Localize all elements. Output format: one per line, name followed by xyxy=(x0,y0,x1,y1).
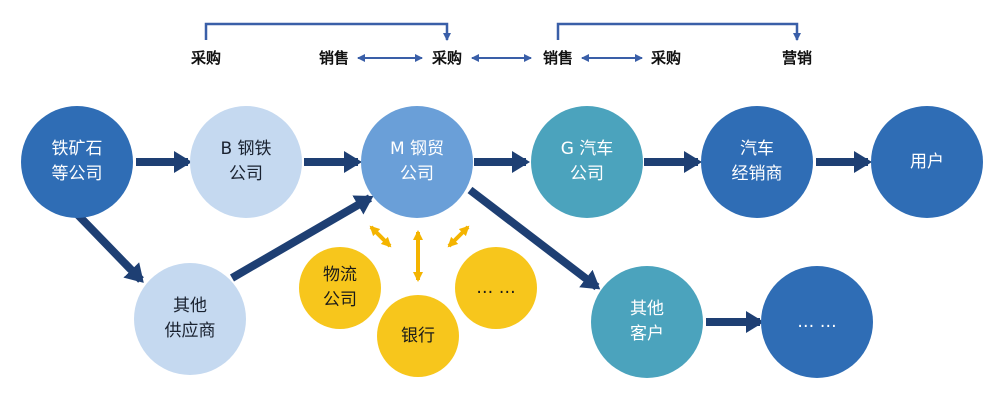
bracket-right xyxy=(556,22,801,41)
role-label-6: 营销 xyxy=(781,49,813,67)
node-b-steel-company: B 钢铁 公司 xyxy=(190,106,302,218)
flow-arrow-m-to-customer xyxy=(467,186,601,291)
node-label-line: … … xyxy=(476,277,516,298)
node-label-line: 其他 xyxy=(630,299,664,319)
role-label-4: 销售 xyxy=(542,49,574,67)
node-label-line: B 钢铁 xyxy=(220,139,272,159)
role-label-2: 销售 xyxy=(318,49,350,67)
node-label-line: 银行 xyxy=(401,325,435,346)
role-label-3: 采购 xyxy=(431,49,463,67)
node-label-line: 其他 xyxy=(173,296,207,316)
node-other-suppliers: 其他 供应商 xyxy=(134,263,246,375)
node-m-steel-trade-company: M 钢贸 公司 xyxy=(361,106,473,218)
node-bank: 银行 xyxy=(377,295,459,377)
service-arrow-more xyxy=(447,225,470,248)
node-label-line: 等公司 xyxy=(51,164,103,184)
node-logistics-company: 物流 公司 xyxy=(299,247,381,329)
node-label-line: 公司 xyxy=(323,290,357,310)
node-label-line: 物流 xyxy=(323,265,357,285)
node-label-line: 汽车 xyxy=(740,139,774,159)
node-label-line: 供应商 xyxy=(164,321,216,341)
node-label-line: 公司 xyxy=(400,164,434,184)
node-label-line: 公司 xyxy=(570,164,604,184)
flow-arrow-ore-to-supplier xyxy=(75,212,144,283)
flow-arrow-supplier-to-m xyxy=(229,194,374,282)
node-other-customers: 其他 客户 xyxy=(591,266,703,378)
node-label-line: 用户 xyxy=(910,151,944,172)
role-label-5: 采购 xyxy=(650,49,682,67)
node-label-line: … … xyxy=(797,311,837,332)
node-label-line: 公司 xyxy=(229,164,263,184)
node-label-line: G 汽车 xyxy=(560,139,614,159)
node-more-services: … … xyxy=(455,247,537,329)
service-arrow-logistics xyxy=(369,225,392,248)
node-auto-dealer: 汽车 经销商 xyxy=(701,106,813,218)
node-label-line: 铁矿石 xyxy=(51,139,103,159)
node-end-user: 用户 xyxy=(871,106,983,218)
node-more-customers: … … xyxy=(761,266,873,378)
node-label-line: M 钢贸 xyxy=(389,139,445,159)
node-g-auto-company: G 汽车 公司 xyxy=(531,106,643,218)
node-label-line: 经销商 xyxy=(731,164,783,184)
node-iron-ore-companies: 铁矿石 等公司 xyxy=(21,106,133,218)
bracket-left xyxy=(204,22,451,41)
role-label-1: 采购 xyxy=(190,49,222,67)
node-label-line: 客户 xyxy=(630,324,664,344)
